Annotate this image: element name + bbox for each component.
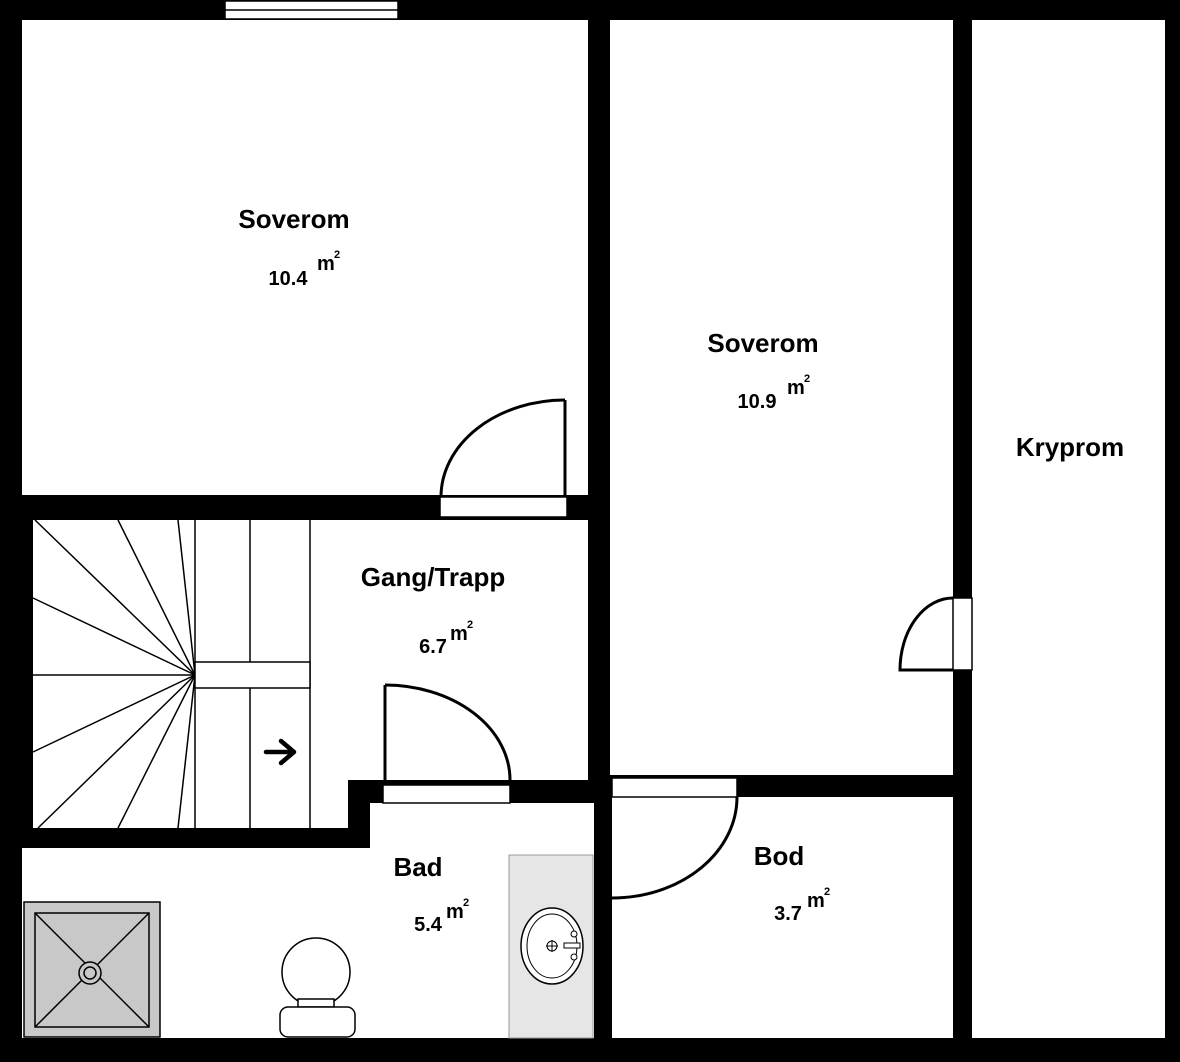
room-name: Soverom (707, 328, 818, 358)
area-unit: m (317, 253, 335, 275)
door-soverom-left (439, 398, 568, 518)
area-unit: m (446, 901, 464, 923)
room-area: 5.4 (414, 914, 443, 936)
room-area: 3.7 (774, 903, 802, 925)
shower-icon (23, 901, 161, 1038)
room-area: 6.7 (419, 636, 447, 658)
area-unit: m (450, 623, 468, 645)
room-name: Bad (393, 852, 442, 882)
label-soverom-right: Soverom 10.9 m 2 (707, 328, 818, 413)
room-name: Soverom (238, 204, 349, 234)
area-unit-exponent: 2 (804, 373, 810, 385)
room-area: 10.9 (738, 391, 777, 413)
door-bod (611, 777, 739, 900)
room-name: Gang/Trapp (361, 562, 505, 592)
arrow-right-icon (263, 738, 297, 766)
room-name: Bod (754, 841, 805, 871)
room-area: 10.4 (269, 268, 309, 290)
label-kryprom: Kryprom (1016, 432, 1124, 462)
label-gang-trapp: Gang/Trapp 6.7 m 2 (361, 562, 505, 658)
winding-steps (32, 519, 196, 829)
straight-run (194, 520, 311, 828)
door-kryprom (898, 596, 973, 672)
room-bod (612, 797, 953, 1038)
toilet-icon (279, 937, 356, 1038)
room-name: Kryprom (1016, 432, 1124, 462)
area-unit-exponent: 2 (334, 249, 340, 261)
room-bad (22, 803, 594, 1038)
area-unit: m (787, 377, 805, 399)
window-top (224, 0, 399, 20)
room-soverom-left (22, 20, 588, 495)
room-soverom-right (610, 20, 953, 775)
label-soverom-left: Soverom 10.4 m 2 (238, 204, 349, 290)
area-unit-exponent: 2 (463, 897, 469, 909)
door-bad (382, 683, 512, 804)
staircase (32, 519, 311, 829)
label-bad: Bad 5.4 m 2 (393, 852, 469, 936)
area-unit-exponent: 2 (467, 619, 473, 631)
sink-icon (508, 854, 594, 1039)
room-kryprom (972, 20, 1165, 1038)
area-unit: m (807, 890, 825, 912)
area-unit-exponent: 2 (824, 886, 830, 898)
label-bod: Bod 3.7 m 2 (754, 841, 830, 925)
